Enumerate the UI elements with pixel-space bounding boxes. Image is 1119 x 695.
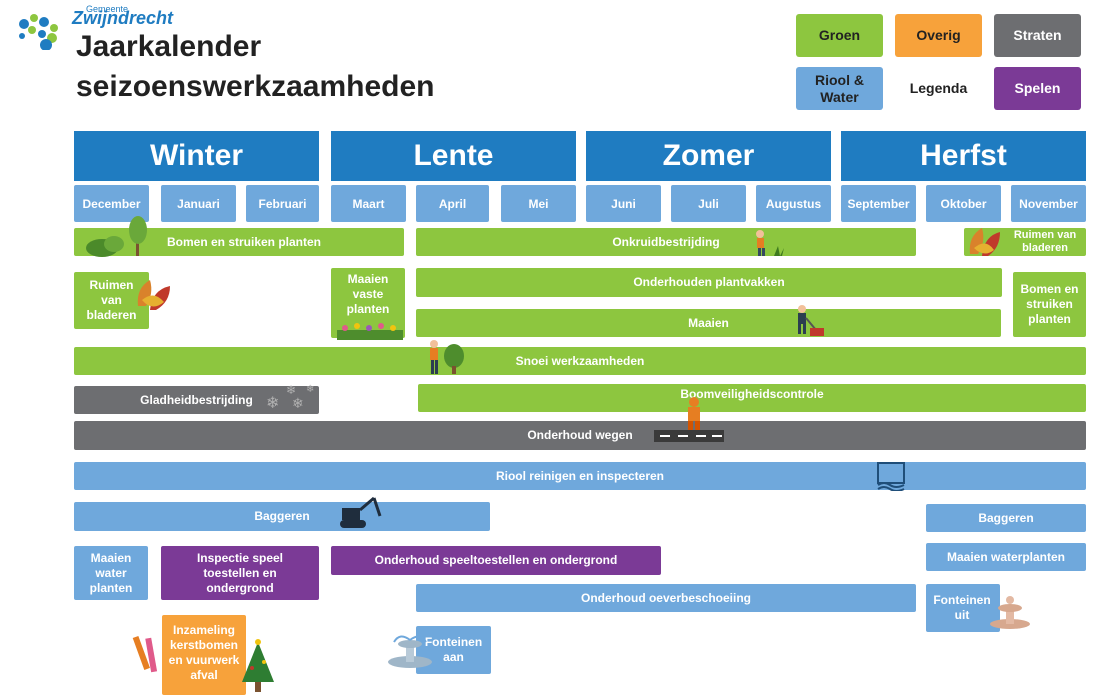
task-inspectie-speeltoestellen: Inspectie speel toestellen en ondergrond bbox=[161, 546, 319, 600]
svg-text:❄: ❄ bbox=[286, 383, 296, 397]
autumn-leaves-icon bbox=[137, 280, 170, 310]
task-snoei-werkzaamheden: Snoei werkzaamheden bbox=[74, 347, 1086, 375]
task-maaien-waterplanten-winter: Maaien water planten bbox=[74, 546, 148, 600]
month-december: December bbox=[74, 185, 149, 222]
page-title-line1: Jaarkalender bbox=[76, 30, 262, 63]
legend-straten: Straten bbox=[994, 14, 1081, 57]
task-baggeren-herfst: Baggeren bbox=[926, 504, 1086, 532]
season-zomer: Zomer bbox=[586, 131, 831, 181]
legend-label: Legenda bbox=[909, 80, 968, 96]
page-title-line2: seizoenswerkzaamheden bbox=[76, 70, 435, 103]
task-fonteinen-uit: Fonteinen uit bbox=[926, 584, 1000, 632]
fountain-icon bbox=[388, 635, 432, 668]
legend-spelen: Spelen bbox=[994, 67, 1081, 110]
task-ruimen-bladeren-winter: Ruimen van bladeren bbox=[74, 272, 149, 329]
legend-overig: Overig bbox=[895, 14, 982, 57]
month-juni: Juni bbox=[586, 185, 661, 222]
flowers-icon bbox=[337, 323, 403, 340]
gardener-weeding-icon bbox=[756, 230, 784, 256]
month-april: April bbox=[416, 185, 489, 222]
task-onderhouden-plantvakken: Onderhouden plantvakken bbox=[416, 268, 1002, 297]
road-icon bbox=[654, 430, 724, 442]
month-oktober: Oktober bbox=[926, 185, 1001, 222]
month-juli: Juli bbox=[671, 185, 746, 222]
month-februari: Februari bbox=[246, 185, 319, 222]
task-inzameling-kerstbomen: Inzameling kerstbomen en vuurwerk afval bbox=[162, 615, 246, 695]
month-augustus: Augustus bbox=[756, 185, 831, 222]
task-onderhoud-wegen: Onderhoud wegen bbox=[74, 421, 1086, 450]
task-bomen-planten: Bomen en struiken planten bbox=[74, 228, 404, 256]
lawn-mower-icon bbox=[798, 305, 824, 336]
logo-name: Zwijndrecht bbox=[72, 8, 174, 28]
legend-groen: Groen bbox=[796, 14, 883, 57]
season-herfst: Herfst bbox=[841, 131, 1086, 181]
excavator-icon bbox=[340, 496, 382, 528]
season-winter: Winter bbox=[74, 131, 319, 181]
svg-text:❄: ❄ bbox=[306, 384, 314, 395]
task-maaien-waterplanten-herfst: Maaien waterplanten bbox=[926, 543, 1086, 571]
month-januari: Januari bbox=[161, 185, 236, 222]
fountain-icon bbox=[990, 596, 1030, 629]
svg-text:❄: ❄ bbox=[292, 395, 304, 411]
task-boomveiligheidscontrole: Boomveiligheidscontrole bbox=[418, 384, 1086, 412]
task-riool-reinigen: Riool reinigen en inspecteren bbox=[74, 462, 1086, 490]
shrub-tree-icon bbox=[86, 216, 147, 257]
logo: Gemeente Zwijndrecht bbox=[10, 4, 174, 52]
tree-worker-icon bbox=[688, 397, 700, 435]
task-onderhoud-speeltoestellen: Onderhoud speeltoestellen en ondergrond bbox=[331, 546, 661, 575]
task-onkruidbestrijding: Onkruidbestrijding bbox=[416, 228, 916, 256]
svg-text:❄: ❄ bbox=[266, 395, 279, 412]
logo-dots-icon bbox=[19, 14, 58, 50]
sewer-water-icon bbox=[877, 462, 905, 491]
month-mei: Mei bbox=[501, 185, 576, 222]
month-september: September bbox=[841, 185, 916, 222]
christmas-tree-icon bbox=[242, 639, 274, 692]
legend-riool-water: Riool & Water bbox=[796, 67, 883, 110]
task-onderhoud-oeverbeschoeiing: Onderhoud oeverbeschoeiing bbox=[416, 584, 916, 612]
month-maart: Maart bbox=[331, 185, 406, 222]
season-lente: Lente bbox=[331, 131, 576, 181]
autumn-leaves-icon bbox=[969, 228, 1000, 256]
pruning-worker-icon bbox=[430, 340, 464, 374]
task-gladheidbestrijding: Gladheidbestrijding bbox=[74, 386, 319, 414]
task-bomen-planten-herfst: Bomen en struiken planten bbox=[1013, 272, 1086, 337]
task-maaien: Maaien bbox=[416, 309, 1001, 337]
month-november: November bbox=[1011, 185, 1086, 222]
task-fonteinen-aan: Fonteinen aan bbox=[416, 626, 491, 674]
logo-prefix: Gemeente bbox=[86, 4, 129, 14]
snowflakes-icon: ❄❄ ❄❄ bbox=[266, 383, 314, 412]
task-baggeren-winter: Baggeren bbox=[74, 502, 490, 531]
fireworks-icon bbox=[132, 635, 158, 673]
